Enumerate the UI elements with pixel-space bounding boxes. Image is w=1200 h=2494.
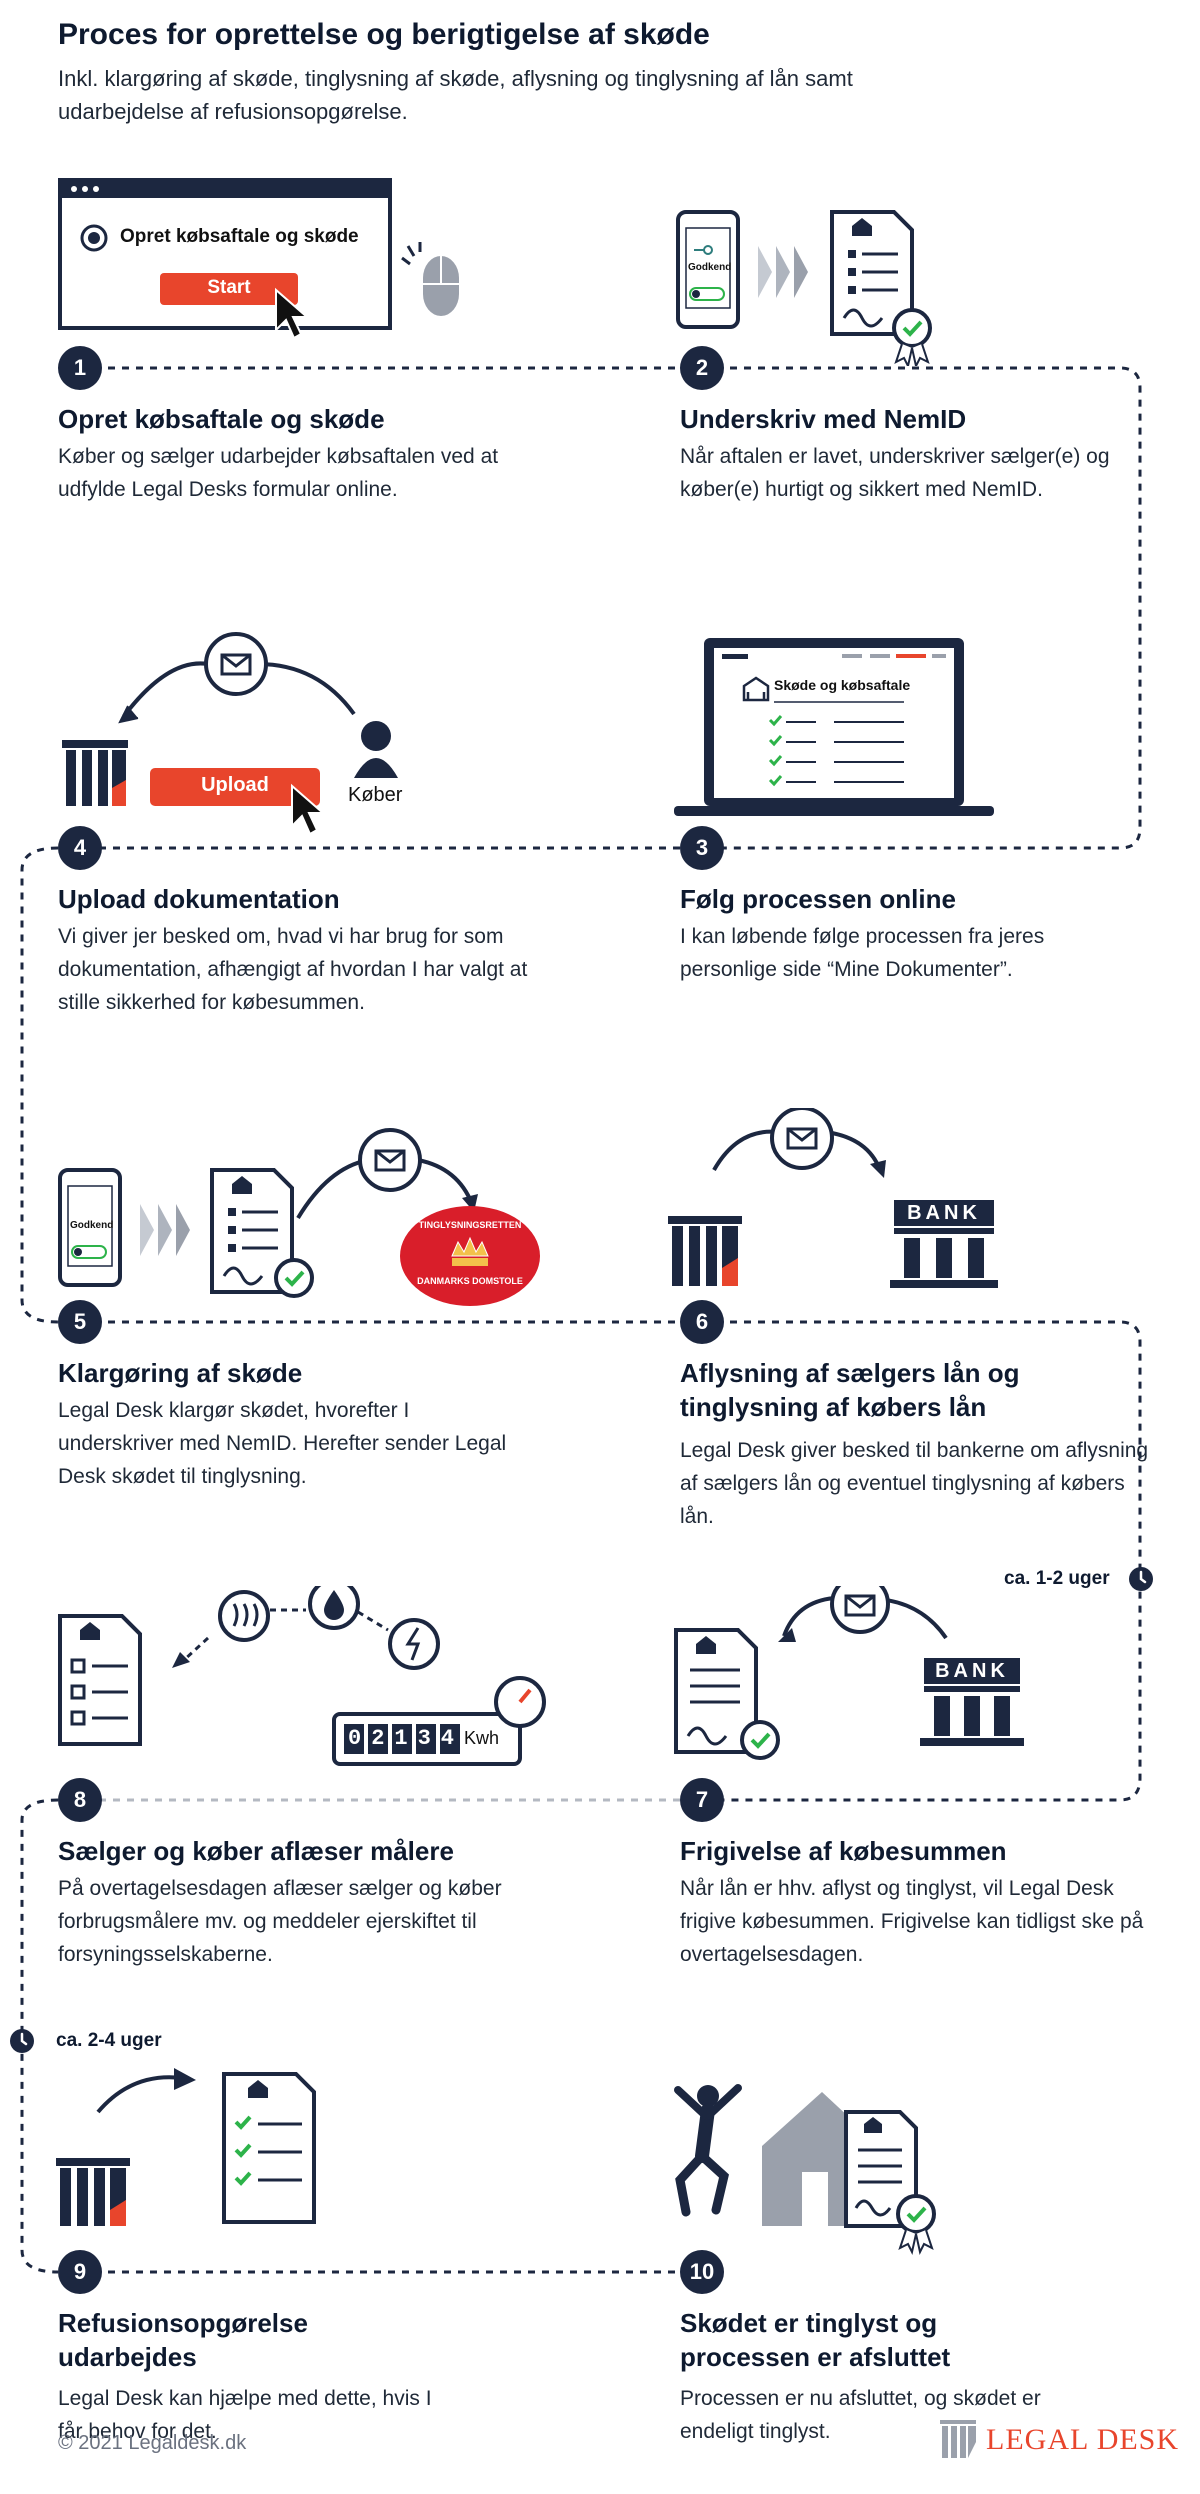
illustration-laptop: Skøde og købsaftale: [674, 634, 994, 824]
meter-reading: 02134: [348, 1726, 465, 1751]
step-title-10: Skødet er tinglyst og processen er afslu…: [680, 2308, 951, 2372]
step-text-8: På overtagelsesdagen aflæser sælger og k…: [58, 1877, 502, 1966]
illustration-meters: 02134 Kwh: [58, 1586, 578, 1776]
laptop-heading: Skøde og købsaftale: [774, 677, 911, 693]
step-number-2: 2: [680, 346, 724, 390]
buyer-avatar-icon: [354, 721, 398, 778]
step-number-6: 6: [680, 1300, 724, 1344]
step-title-8: Sælger og køber aflæser målere: [58, 1836, 454, 1866]
legal-desk-logo-icon: [940, 2420, 976, 2458]
step-title-2: Underskriv med NemID: [680, 404, 967, 434]
step-number-3: 3: [680, 826, 724, 870]
step-number-7: 7: [680, 1778, 724, 1822]
approve-label: Godkend: [70, 1220, 114, 1231]
step-number-8: 8: [58, 1778, 102, 1822]
meter-unit: Kwh: [464, 1728, 500, 1748]
upload-button: Upload: [201, 774, 269, 796]
step-title-9: Refusionsopgørelse udarbejdes: [58, 2308, 308, 2372]
step-number-10: 10: [680, 2250, 724, 2294]
copyright: © 2021 Legaldesk.dk: [58, 2432, 247, 2454]
illustration-nemid-sign: Godkend: [674, 206, 954, 366]
step-text-1: Køber og sælger udarbejder købsaftalen v…: [58, 445, 499, 501]
form-option-label: Opret købsaftale og skøde: [120, 226, 359, 247]
bank-label: BANK: [935, 1660, 1009, 1682]
courthouse-icon: [668, 1216, 742, 1286]
illustration-deed-prep: Godkend TINGLYSNINGSRETTEN DANMARKS DOMS…: [58, 1108, 558, 1308]
illustration-payment-release: BANK: [674, 1586, 1034, 1776]
bank-label: BANK: [907, 1202, 981, 1224]
duration-label-1: ca. 1-2 uger: [1004, 1568, 1110, 1589]
buyer-label: Køber: [348, 784, 403, 806]
step-number-4: 4: [58, 826, 102, 870]
step-text-6: Legal Desk giver besked til bankerne om …: [680, 1439, 1149, 1528]
step-text-10: Processen er nu afsluttet, og skødet er …: [680, 2387, 1041, 2443]
start-button: Start: [207, 277, 251, 298]
seal-bottom-text: DANMARKS DOMSTOLE: [417, 1276, 523, 1286]
step-number-1: 1: [58, 346, 102, 390]
clock-icon: [10, 2029, 34, 2053]
step-text-4: Vi giver jer besked om, hvad vi har brug…: [58, 925, 528, 1014]
courthouse-icon: [56, 2158, 130, 2226]
step-text-9: Legal Desk kan hjælpe med dette, hvis I …: [58, 2387, 432, 2443]
step-title-7: Frigivelse af købesummen: [680, 1836, 1007, 1866]
step-text-2: Når aftalen er lavet, underskriver sælge…: [680, 445, 1110, 501]
brand-logo: LEGAL DESK: [940, 2420, 1179, 2460]
step-title-3: Følg processen online: [680, 884, 956, 914]
bank-icon: [920, 1658, 1024, 1746]
illustration-online-form: Opret købsaftale og skøde Start: [58, 178, 478, 338]
step-title-1: Opret købsaftale og skøde: [58, 404, 385, 434]
step-number-5: 5: [58, 1300, 102, 1344]
step-text-3: I kan løbende følge processen fra jeres …: [680, 925, 1045, 981]
illustration-upload: Upload Køber: [58, 628, 438, 838]
page-subtitle: Inkl. klargøring af skøde, tinglysning a…: [58, 66, 853, 124]
brand-name: LEGAL DESK: [986, 2423, 1180, 2456]
bank-icon: [890, 1200, 998, 1288]
step-title-6: Aflysning af sælgers lån og tinglysning …: [680, 1358, 1020, 1422]
mouse-icon: [401, 242, 459, 316]
clock-icon: [1129, 1567, 1153, 1591]
approve-label: Godkend: [688, 262, 732, 273]
step-title-5: Klargøring af skøde: [58, 1358, 303, 1388]
seal-top-text: TINGLYSNINGSRETTEN: [418, 1220, 522, 1230]
step-title-4: Upload dokumentation: [58, 884, 340, 914]
step-text-7: Når lån er hhv. aflyst og tinglyst, vil …: [680, 1877, 1144, 1966]
illustration-settlement: [52, 2058, 332, 2238]
celebrating-person-icon: [674, 2084, 742, 2217]
step-number-9: 9: [58, 2250, 102, 2294]
page-title: Proces for oprettelse og berigtigelse af…: [58, 18, 710, 51]
courthouse-icon: [62, 740, 128, 806]
step-text-5: Legal Desk klargør skødet, hvorefter I u…: [58, 1399, 507, 1488]
duration-label-2: ca. 2-4 uger: [56, 2030, 162, 2051]
illustration-completed: [668, 2076, 958, 2256]
illustration-loan-cancel: BANK: [668, 1108, 1008, 1298]
